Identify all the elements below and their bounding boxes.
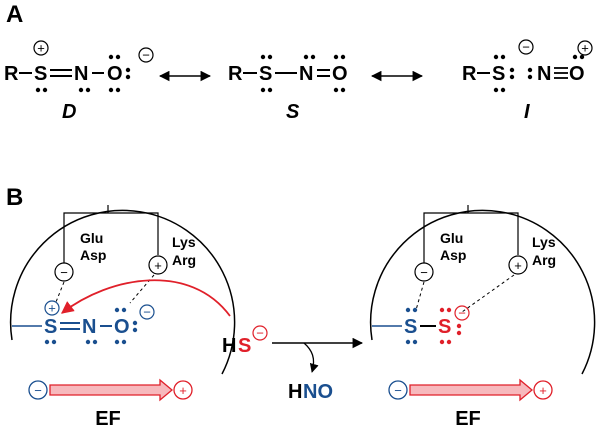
charge-minus: −: [458, 306, 466, 321]
residue-lys: Lys: [172, 234, 196, 250]
structure-s: R S N O S: [228, 54, 348, 123]
atom-n: N: [74, 63, 88, 85]
field-arrow: [49, 378, 174, 402]
charge-plus: +: [179, 383, 187, 398]
panel-b-label: B: [6, 184, 23, 211]
charge-minus: −: [522, 40, 530, 55]
atom-o: O: [332, 63, 348, 85]
residue-arg: Arg: [532, 252, 556, 268]
charge-plus: +: [48, 301, 56, 316]
nucleophile-s: S: [238, 335, 251, 357]
hno-byproduct: H NO: [288, 381, 333, 403]
byproduct-h: H: [288, 381, 302, 403]
atom-n: N: [82, 316, 96, 338]
charge-plus: +: [514, 258, 522, 273]
charge-minus: −: [142, 48, 150, 63]
residue-asp: Asp: [440, 247, 466, 263]
atom-r: R: [4, 63, 19, 85]
right-pocket: Glu Asp Lys Arg − + S S − − + EF: [369, 205, 596, 430]
atom-s: S: [259, 63, 272, 85]
charge-plus: +: [154, 258, 162, 273]
structure-i: R S N O − + I: [462, 39, 593, 123]
atom-n: N: [537, 63, 551, 85]
charge-minus: −: [143, 305, 151, 320]
charge-minus: −: [420, 265, 428, 280]
panel-a-label: A: [6, 1, 23, 28]
atom-o: O: [107, 63, 123, 85]
charge-plus: +: [539, 383, 547, 398]
label-d: D: [62, 101, 76, 123]
atom-o: O: [569, 63, 585, 85]
left-pocket: Glu Asp Lys Arg − + S N O + − −: [9, 205, 236, 430]
atom-s-blue: S: [404, 316, 417, 338]
atom-r: R: [462, 63, 477, 85]
protein-boundary: [369, 209, 596, 375]
release-arrow: [303, 342, 319, 373]
atom-s: S: [44, 316, 57, 338]
charge-minus: −: [256, 326, 264, 341]
label-s: S: [286, 101, 300, 123]
label-i: I: [524, 101, 530, 123]
charge-minus: −: [34, 383, 42, 398]
charge-plus: +: [37, 41, 45, 56]
field-label: EF: [455, 408, 481, 430]
atom-r: R: [228, 63, 243, 85]
attack-arrow: [61, 279, 231, 317]
nucleophile-h: H: [222, 335, 236, 357]
residue-glu: Glu: [80, 230, 103, 246]
nucleophile: H S −: [222, 325, 268, 357]
atom-s-red: S: [438, 316, 451, 338]
residue-arg: Arg: [172, 252, 196, 268]
field-arrow: [409, 378, 534, 402]
structure-d: R S N O + − D: [4, 40, 154, 123]
residue-glu: Glu: [440, 230, 463, 246]
atom-s: S: [34, 63, 47, 85]
atom-s: S: [492, 63, 505, 85]
atom-n: N: [299, 63, 313, 85]
protein-boundary: [9, 209, 236, 375]
field-label: EF: [95, 408, 121, 430]
byproduct-no: NO: [303, 381, 333, 403]
residue-asp: Asp: [80, 247, 106, 263]
charge-plus: +: [581, 41, 589, 56]
atom-o: O: [114, 316, 130, 338]
charge-minus: −: [394, 383, 402, 398]
residue-lys: Lys: [532, 234, 556, 250]
charge-minus: −: [60, 265, 68, 280]
